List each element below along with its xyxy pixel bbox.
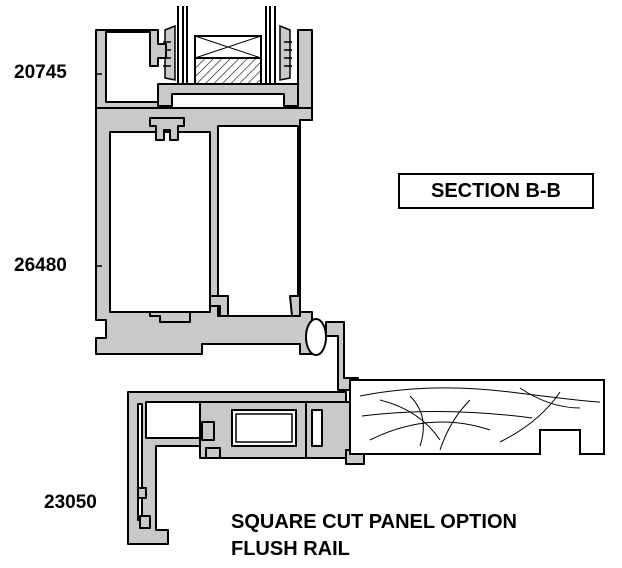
section-title-box: SECTION B-B [398, 173, 594, 209]
profile-26480 [95, 107, 313, 355]
leader-lines [96, 73, 102, 267]
glazing-unit [177, 6, 276, 85]
glazing-gaskets [163, 24, 292, 81]
part-number-20745: 20745 [14, 62, 67, 83]
profile-20745 [95, 29, 313, 121]
profile-23050 [127, 391, 365, 545]
note-line-2: FLUSH RAIL [231, 538, 350, 560]
section-title: SECTION B-B [431, 180, 561, 202]
square-cut-panel [349, 379, 605, 455]
note-line-1: SQUARE CUT PANEL OPTION [231, 511, 517, 533]
part-number-23050: 23050 [44, 492, 97, 513]
part-number-26480: 26480 [14, 255, 67, 276]
bulb-gasket [305, 318, 327, 356]
